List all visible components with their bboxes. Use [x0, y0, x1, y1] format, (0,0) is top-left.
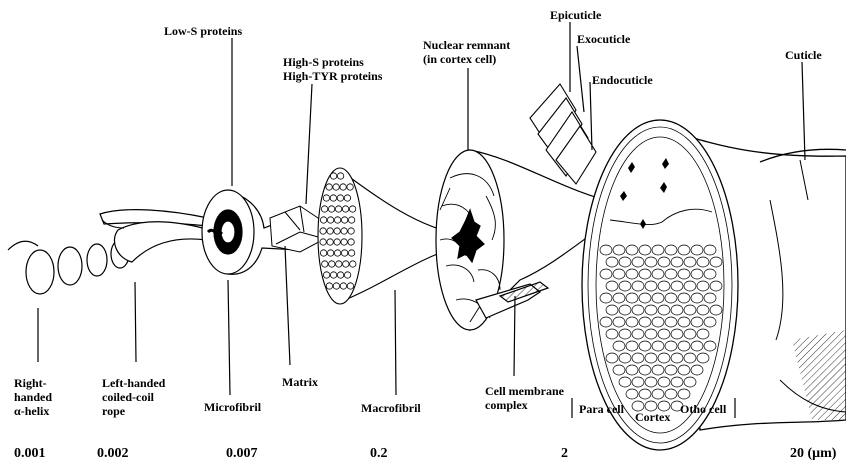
scale-value-macrofibril: 0.2	[370, 446, 388, 462]
scale-value-cortex-cell: 2	[561, 446, 568, 462]
alpha-helix	[8, 240, 129, 294]
label-exocuticle: Exocuticle	[577, 32, 630, 46]
label-nuclear-remnant: Nuclear remnant (in cortex cell)	[423, 38, 510, 66]
scale-value-microfibril: 0.007	[226, 446, 258, 462]
label-para-cell: Para cell	[579, 402, 624, 416]
label-right-handed-alpha-helix: Right- handed α-helix	[14, 376, 52, 418]
label-endocuticle: Endocuticle	[592, 73, 653, 87]
label-rh-line2: handed	[14, 390, 52, 404]
coiled-coil-rope	[100, 210, 210, 262]
label-lh-line3: rope	[102, 404, 165, 418]
label-lh-line2: coiled-coil	[102, 390, 165, 404]
label-high-tyr-line2: High-TYR proteins	[283, 69, 382, 83]
fiber-cross-section	[582, 120, 846, 450]
label-cortex: Cortex	[635, 410, 670, 424]
label-macrofibril: Macrofibril	[361, 401, 421, 415]
label-high-s-line1: High-S proteins	[283, 55, 382, 69]
label-cell-membrane-complex: Cell membrane complex	[485, 384, 564, 412]
label-otho-cell: Otho cell	[680, 402, 726, 416]
label-nuclear-line2: (in cortex cell)	[423, 52, 510, 66]
label-high-s-proteins: High-S proteins High-TYR proteins	[283, 55, 382, 83]
scale-value-fiber: 20 (μm)	[790, 446, 836, 462]
cuticle-scales	[530, 84, 596, 184]
label-microfibril: Microfibril	[204, 400, 261, 414]
label-nuclear-line1: Nuclear remnant	[423, 38, 510, 52]
label-cmc-line1: Cell membrane	[485, 384, 564, 398]
label-cuticle: Cuticle	[785, 48, 822, 62]
label-matrix: Matrix	[282, 375, 318, 389]
label-low-s-proteins: Low-S proteins	[164, 24, 242, 38]
label-lh-line1: Left-handed	[102, 376, 165, 390]
label-cmc-line2: complex	[485, 398, 564, 412]
label-rh-line1: Right-	[14, 376, 52, 390]
scale-value-coiled-coil: 0.002	[97, 446, 129, 462]
scale-value-alpha-helix: 0.001	[14, 446, 46, 462]
label-rh-line3: α-helix	[14, 404, 52, 418]
label-epicuticle: Epicuticle	[550, 8, 601, 22]
label-left-handed-coiled-coil-rope: Left-handed coiled-coil rope	[102, 376, 165, 418]
